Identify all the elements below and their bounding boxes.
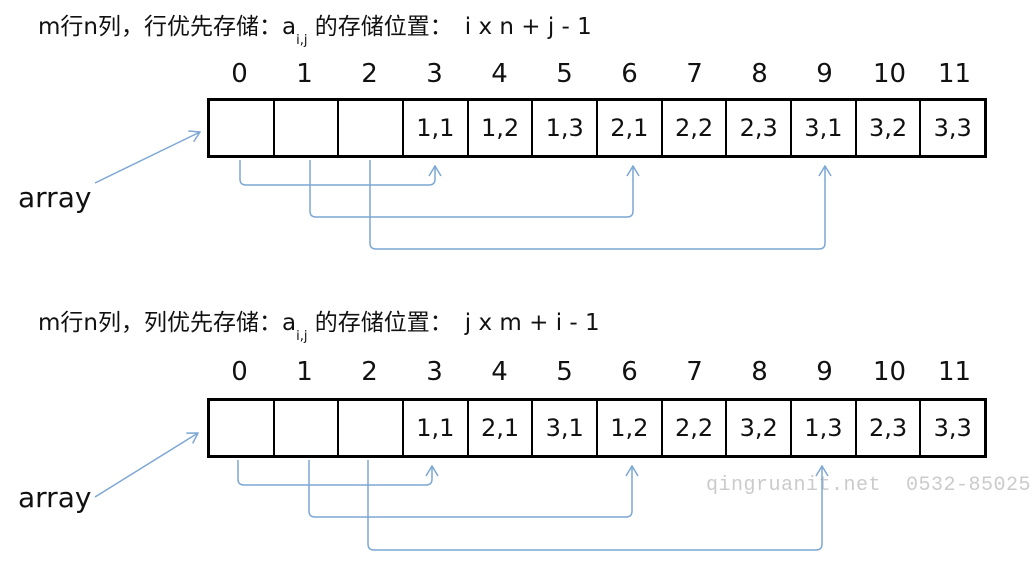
title-prefix: m行n列，行优先存储： [38, 14, 282, 40]
watermark-text: qingruanit.net 0532-85025005 [706, 474, 1032, 497]
index-label: 8 [751, 59, 768, 89]
title-formula: i x n + j - 1 [464, 14, 592, 40]
index-label: 7 [686, 357, 703, 387]
array-cell: 3,3 [919, 101, 984, 155]
arrow-bottom-cell1-to-cell6 [308, 460, 632, 518]
arrow-bottom-array-label-pointer [94, 433, 198, 498]
array-cell: 3,2 [854, 101, 920, 155]
array-cell: 1,3 [531, 101, 596, 155]
index-label: 10 [872, 59, 907, 89]
array-cell: 3,3 [919, 401, 984, 455]
index-label: 4 [491, 59, 508, 89]
title-variable: a [281, 14, 297, 40]
array-cell: 1,1 [402, 401, 467, 455]
arrow-top-cell1-to-cell6 [309, 160, 633, 218]
row-major-title: m行n列，行优先存储：ai,j 的存储位置： i x n + j - 1 [38, 10, 592, 47]
row-major-index-row: 0 1 2 3 4 5 6 7 8 9 10 11 [207, 60, 987, 88]
index-label: 9 [816, 357, 833, 387]
index-label: 11 [937, 59, 972, 89]
index-label: 5 [556, 357, 573, 387]
array-cell [337, 401, 402, 455]
index-label: 4 [491, 357, 508, 387]
index-label: 6 [621, 357, 638, 387]
title-variable: a [281, 310, 297, 336]
array-cell: 1,1 [402, 101, 467, 155]
array-cell: 2,1 [466, 401, 532, 455]
index-label: 8 [751, 357, 768, 387]
array-cell: 3,1 [531, 401, 596, 455]
index-label: 1 [296, 357, 313, 387]
column-major-array-label: array [18, 481, 92, 514]
index-label: 2 [361, 59, 378, 89]
array-cell [210, 401, 273, 455]
column-major-index-row: 0 1 2 3 4 5 6 7 8 9 10 11 [207, 358, 987, 386]
array-cell: 1,3 [790, 401, 855, 455]
title-subscript: i,j [296, 32, 308, 48]
title-mid: 的存储位置： [307, 310, 453, 336]
index-label: 11 [937, 357, 972, 387]
title-formula: j x m + i - 1 [464, 310, 600, 336]
arrow-bottom-cell0-to-cell3 [237, 460, 432, 486]
column-major-title: m行n列，列优先存储：ai,j 的存储位置： j x m + i - 1 [38, 306, 600, 343]
title-mid: 的存储位置： [307, 14, 453, 40]
array-cell: 3,1 [790, 101, 855, 155]
index-label: 3 [426, 357, 443, 387]
array-cell: 1,2 [596, 401, 661, 455]
arrow-top-cell2-to-cell9 [369, 160, 825, 250]
title-subscript: i,j [296, 328, 308, 344]
index-label: 6 [621, 59, 638, 89]
title-prefix: m行n列，列优先存储： [38, 310, 282, 336]
array-cell: 2,3 [725, 101, 790, 155]
array-cell: 2,3 [854, 401, 920, 455]
index-label: 7 [686, 59, 703, 89]
array-cell: 2,2 [660, 401, 726, 455]
arrow-top-array-label-pointer [94, 132, 200, 184]
index-label: 5 [556, 59, 573, 89]
index-label: 0 [231, 59, 248, 89]
index-label: 10 [872, 357, 907, 387]
array-cell: 1,2 [466, 101, 532, 155]
array-cell [272, 101, 338, 155]
index-label: 9 [816, 59, 833, 89]
index-label: 3 [426, 59, 443, 89]
array-cell: 3,2 [725, 401, 790, 455]
index-label: 2 [361, 357, 378, 387]
index-label: 1 [296, 59, 313, 89]
arrow-top-cell0-to-cell3 [239, 160, 435, 186]
row-major-array-label: array [18, 181, 92, 214]
array-cell: 2,1 [596, 101, 661, 155]
index-label: 0 [231, 357, 248, 387]
array-cell [272, 401, 338, 455]
array-cell [337, 101, 402, 155]
array-cell [210, 101, 273, 155]
array-cell: 2,2 [660, 101, 726, 155]
